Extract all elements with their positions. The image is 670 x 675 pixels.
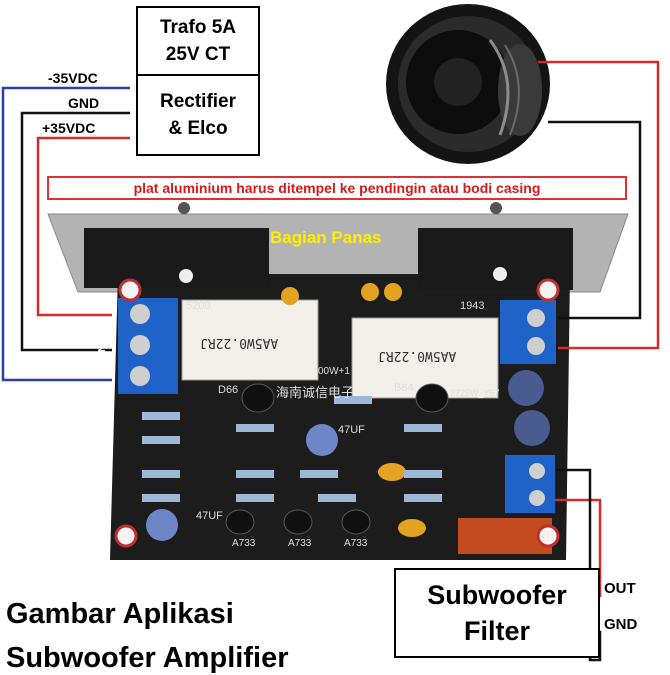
resistor2-marking: AA5W0.22RJ [378, 348, 457, 363]
cap-label-1: 47UF [338, 424, 365, 436]
filter-capacitor [458, 518, 552, 554]
transformer-line2: 25V CT [165, 44, 231, 65]
gnd-label: GND [68, 95, 100, 111]
heatsink-note: plat aluminium harus ditempel ke pending… [47, 176, 627, 200]
terminal-labels: V+ GND V- [96, 305, 116, 395]
transistor-label-1943: 1943 [460, 300, 485, 312]
a733-label-3: A733 [344, 538, 368, 549]
filter-line1: Subwoofer [427, 580, 567, 610]
caption-line1: Gambar Aplikasi [6, 598, 234, 630]
caption-line2: Subwoofer Amplifier [6, 642, 289, 674]
power-label: 00W+1 [318, 366, 350, 377]
b64-label: B64 [394, 382, 414, 394]
transformer-box: Trafo 5A 25V CT [136, 6, 260, 76]
filter-line2: Filter [463, 616, 530, 646]
power-resistor-right [351, 317, 499, 399]
speaker-wire-red [538, 60, 660, 350]
neg-wire [1, 86, 130, 382]
hot-area-label: Bagian Panas [270, 228, 382, 247]
subwoofer-filter-box: Subwoofer Filter [394, 568, 600, 658]
transistor-label-5200: 5200 [186, 300, 211, 312]
terminal-vplus: V+ [97, 365, 108, 378]
a733-label-2: A733 [288, 538, 312, 549]
terminal-gnd: GND [97, 337, 108, 360]
speaker-terminal-block [500, 300, 556, 364]
terminal-vminus: V- [97, 322, 108, 332]
rectifier-box: Rectifier & Elco [136, 74, 260, 156]
transformer-line1: Trafo 5A [159, 17, 237, 38]
pos-voltage-label: +35VDC [42, 120, 96, 136]
a733-label-1: A733 [232, 538, 256, 549]
neg-voltage-label: -35VDC [48, 70, 98, 86]
subwoofer-speaker-icon [386, 4, 550, 164]
filter-gnd-label: GND [604, 616, 638, 633]
pos-wire [36, 136, 130, 317]
d66-label: D66 [218, 384, 239, 396]
input-wire-red [552, 498, 602, 597]
model-label: 2725W_Y67 [450, 388, 500, 398]
board-chinese-text: 海南诚信电子 [276, 386, 355, 401]
filter-out-label: OUT [604, 580, 636, 597]
rectifier-line2: & Elco [168, 118, 228, 139]
power-resistor-left [181, 299, 319, 381]
rectifier-line1: Rectifier [159, 91, 237, 112]
resistor1-marking: AA5W0.22RJ [200, 335, 279, 350]
gnd-wire-in [20, 111, 130, 352]
speaker-wire-black [548, 120, 642, 320]
cap-label-2: 47UF [196, 510, 223, 522]
input-terminal-block [505, 455, 555, 513]
